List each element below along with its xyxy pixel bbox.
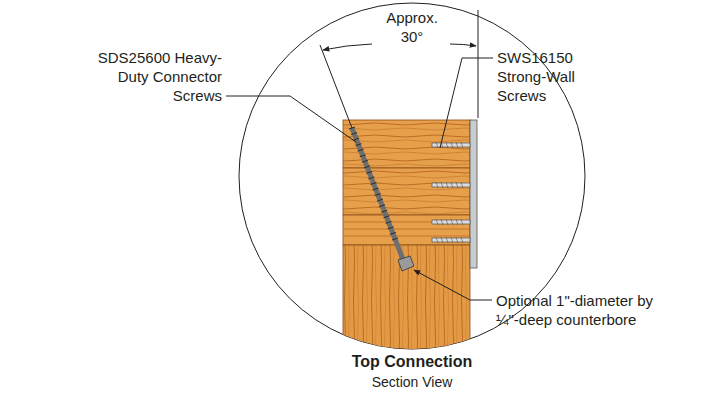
view-subtitle: Section View (262, 373, 562, 392)
angle-label: Approx. 30° (376, 8, 448, 46)
view-title: Top Connection (262, 352, 562, 371)
note-label: Optional 1"-diameter by ¼"-deep counterb… (496, 291, 670, 329)
strong-wall-screw (432, 238, 470, 242)
strong-wall-screw (432, 143, 470, 147)
part-label: SDS25600 Heavy-Duty Connector Screws (92, 48, 222, 105)
part-label: SWS16150 Strong-Wall Screws (497, 48, 589, 105)
strong-wall-screw (432, 220, 470, 224)
strong-wall-screw (432, 183, 470, 187)
